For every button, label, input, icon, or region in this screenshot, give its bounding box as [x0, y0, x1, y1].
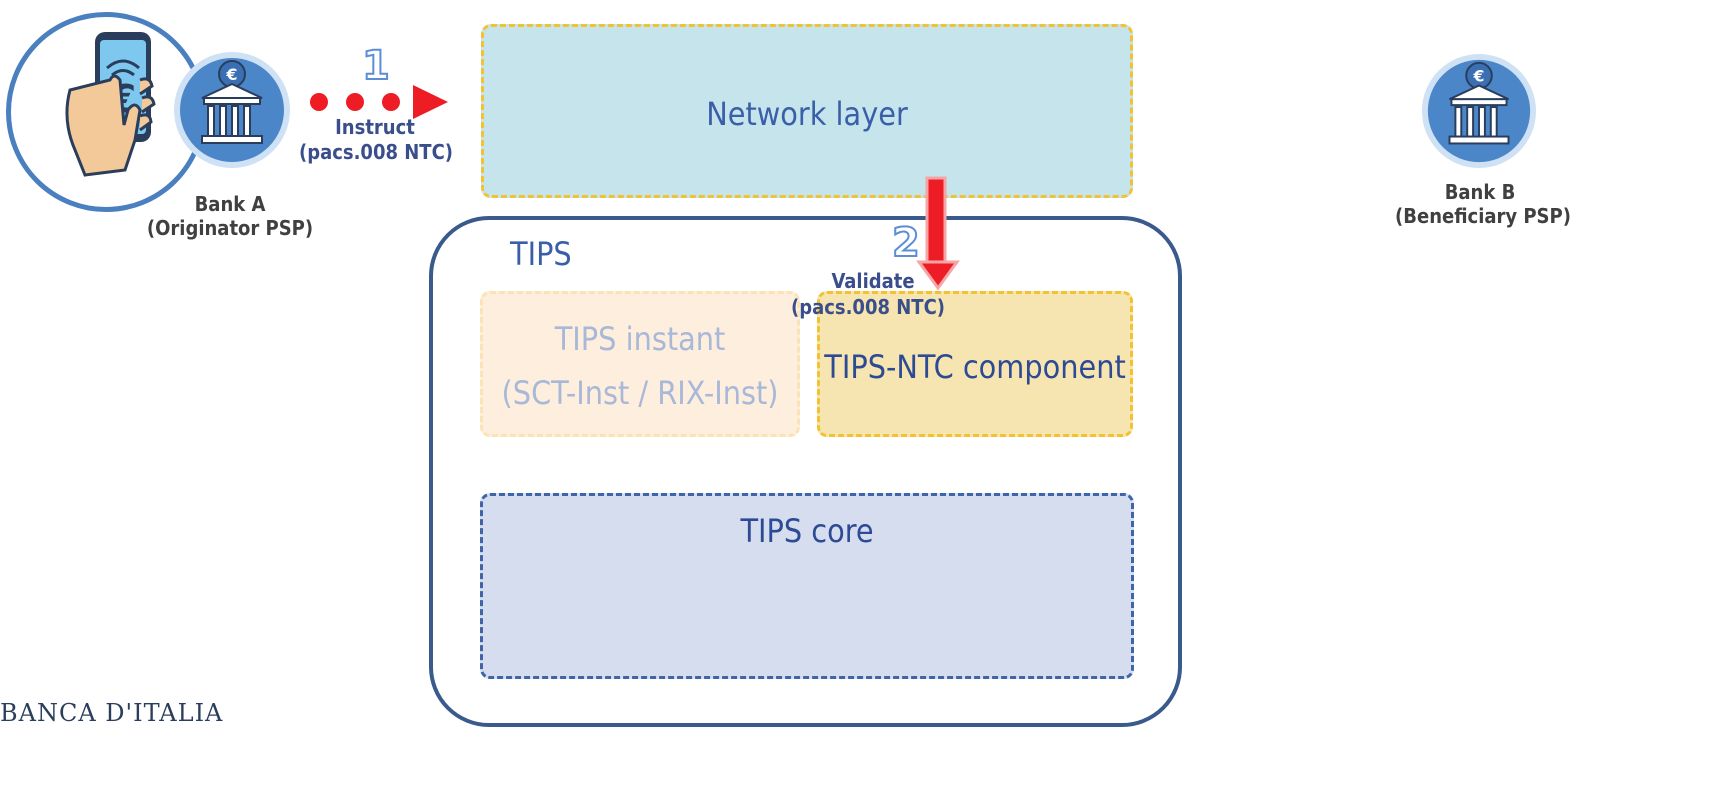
bank-building-euro-icon: €: [174, 52, 290, 168]
tips-instant-line2: (SCT-Inst / RIX-Inst): [501, 374, 779, 412]
tips-instant-line1: TIPS instant: [554, 320, 726, 358]
step-2-action: Validate: [831, 269, 915, 293]
banca-italia-logo-text: BANCA D'ITALIA: [0, 699, 224, 727]
step-1-message: (pacs.008 NTC): [298, 140, 454, 164]
svg-text:€: €: [225, 65, 237, 84]
network-layer-label: Network layer: [706, 95, 908, 133]
bank-b-role: (Beneficiary PSP): [1395, 204, 1571, 228]
tips-core-box: TIPS core: [480, 493, 1134, 679]
step-2-number: 2: [891, 220, 921, 266]
bank-a-name: Bank A: [194, 192, 266, 216]
step-1-number: 1: [361, 43, 391, 89]
tips-container: [429, 216, 1182, 727]
dotted-arrow-step-1: [310, 85, 448, 119]
tips-ntc-box: TIPS-NTC component: [817, 291, 1133, 437]
tips-title: TIPS: [510, 235, 572, 273]
network-layer-box: Network layer: [481, 24, 1133, 198]
step-2-message: (pacs.008 NTC): [790, 295, 946, 319]
bank-b-name: Bank B: [1444, 180, 1516, 204]
tips-instant-box: TIPS instant (SCT-Inst / RIX-Inst): [480, 291, 800, 437]
step-1-action: Instruct: [335, 115, 415, 139]
tips-core-label: TIPS core: [740, 512, 874, 550]
smartphone-euro-icon: €: [65, 32, 156, 177]
bank-building-euro-icon: €: [1421, 53, 1537, 169]
tips-ntc-label: TIPS-NTC component: [824, 348, 1126, 386]
bank-a-role: (Originator PSP): [146, 216, 314, 240]
arrow-step-2: [916, 176, 960, 291]
svg-text:€: €: [1473, 67, 1485, 86]
